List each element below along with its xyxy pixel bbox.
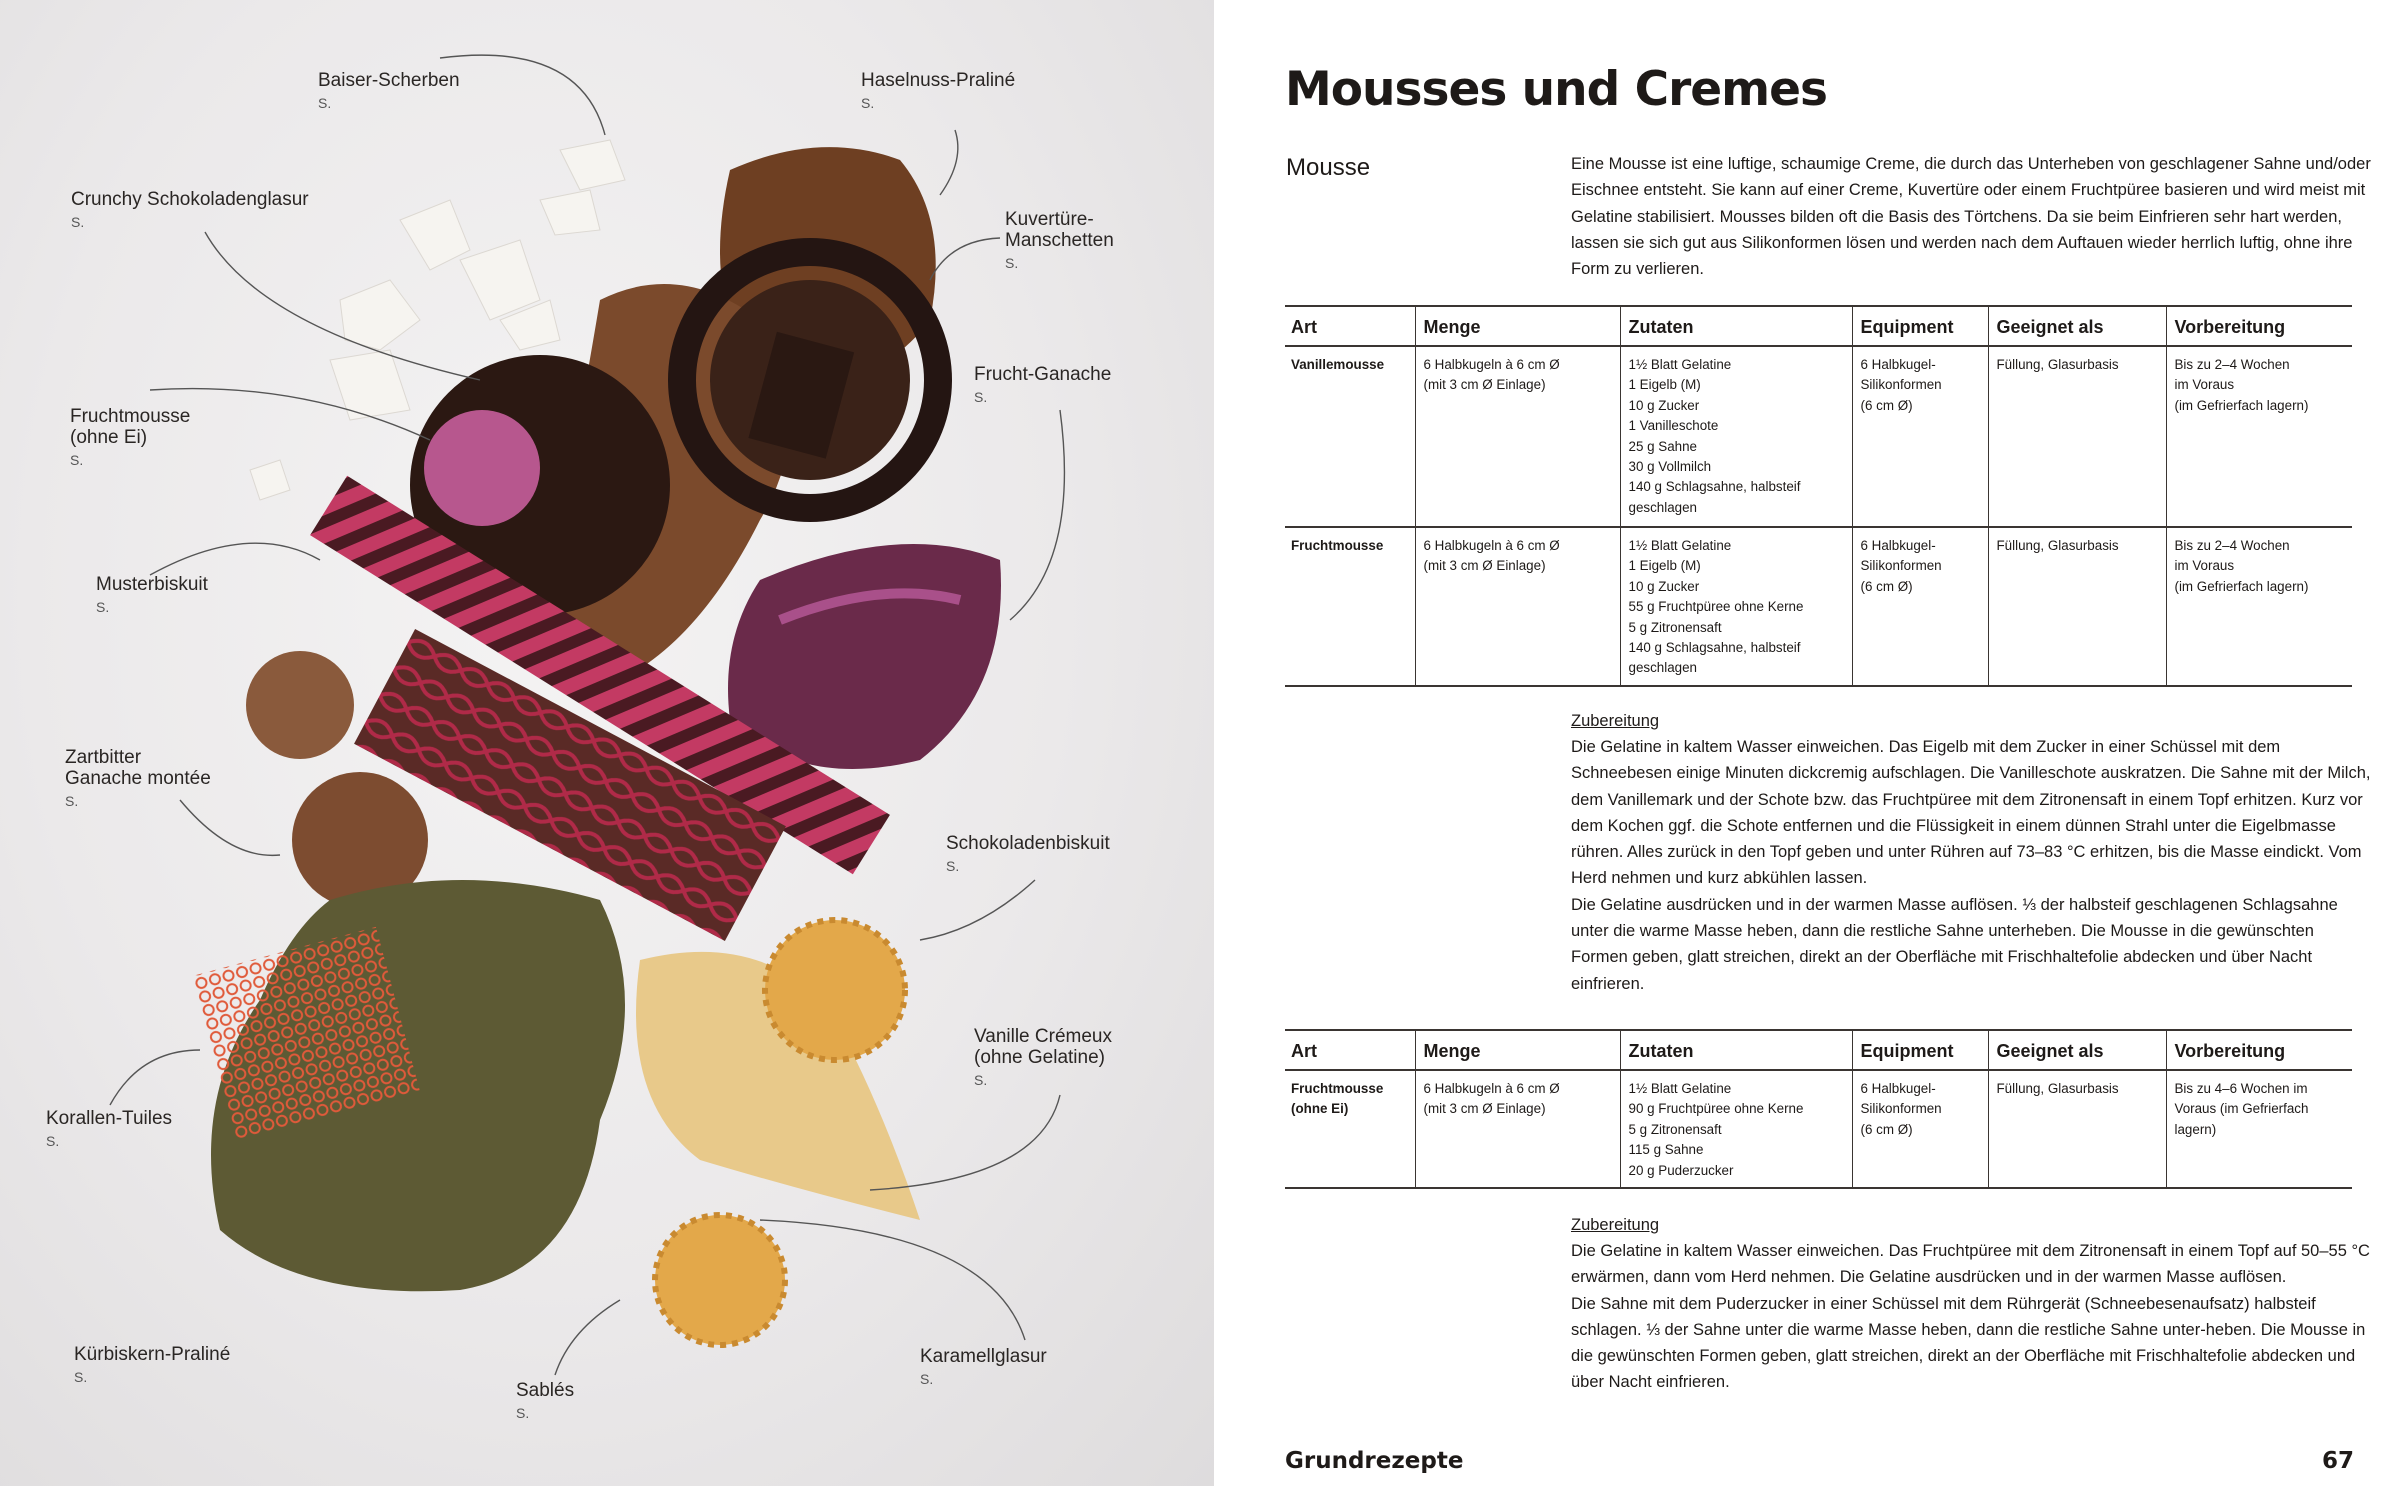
truffle — [292, 772, 428, 908]
dessert-components-photo — [109, 54, 1066, 1376]
zubereitung-text-1: Die Gelatine in kaltem Wasser einweichen… — [1571, 738, 2371, 993]
label-fruchtmousse-ohne-ei: Fruchtmousse (ohne Ei)S. — [70, 406, 191, 468]
zubereitung-label-2: Zubereitung — [1571, 1216, 1660, 1234]
frucht-ganache — [728, 544, 1001, 769]
col-header: Vorbereitung — [2165, 305, 2352, 347]
cell-art: Vanillemousse — [1285, 346, 1415, 528]
cell-zutaten: 1½ Blatt Gelatine 1 Eigelb (M) 10 g Zuck… — [1619, 346, 1852, 528]
col-header: Menge — [1414, 305, 1620, 347]
col-header: Equipment — [1851, 305, 1988, 347]
cell-equipment: 6 Halbkugel- Silikonformen (6 cm Ø) — [1851, 1070, 1988, 1190]
sable-cookie — [762, 917, 908, 1063]
cell-art: Fruchtmousse (ohne Ei) — [1285, 1070, 1415, 1190]
truffle — [246, 651, 354, 759]
schokoladenbiskuit-strip — [354, 629, 786, 941]
col-header: Geeignet als — [1987, 305, 2166, 347]
intro-paragraph: Eine Mousse ist eine luftige, schaumige … — [1571, 155, 2371, 279]
page-number: 67 — [2322, 1448, 2355, 1474]
col-header: Vorbereitung — [2165, 1029, 2352, 1071]
footer-chapter: Grundrezepte — [1285, 1448, 1464, 1474]
fruchtmousse-cut — [424, 410, 540, 526]
col-header: Zutaten — [1619, 1029, 1852, 1071]
recipe-page: Mousses und Cremes Mousse Eine Mousse is… — [1214, 0, 2400, 1486]
col-header: Zutaten — [1619, 305, 1852, 347]
col-header: Menge — [1414, 1029, 1620, 1071]
label-vanille-cremeux: Vanille Crémeux (ohne Gelatine)S. — [974, 1026, 1112, 1088]
cell-menge: 6 Halbkugeln à 6 cm Ø (mit 3 cm Ø Einlag… — [1414, 527, 1620, 687]
page-title: Mousses und Cremes — [1285, 62, 1828, 117]
vanille-cremeux — [636, 951, 920, 1220]
cell-geeignet: Füllung, Glasurbasis — [1987, 1070, 2166, 1190]
zubereitung-label-1: Zubereitung — [1571, 712, 1660, 730]
col-header: Equipment — [1851, 1029, 1988, 1071]
cell-menge: 6 Halbkugeln à 6 cm Ø (mit 3 cm Ø Einlag… — [1414, 1070, 1620, 1190]
cell-vorbereitung: Bis zu 2–4 Wochen im Voraus (im Gefrierf… — [2165, 346, 2352, 528]
col-header: Art — [1285, 1029, 1415, 1071]
meringue-shards — [249, 139, 626, 501]
cell-geeignet: Füllung, Glasurbasis — [1987, 527, 2166, 687]
cell-zutaten: 1½ Blatt Gelatine 1 Eigelb (M) 10 g Zuck… — [1619, 527, 1852, 687]
col-header: Geeignet als — [1987, 1029, 2166, 1071]
col-header: Art — [1285, 305, 1415, 347]
chocolate-ring — [668, 238, 952, 522]
section-heading: Mousse — [1286, 154, 1371, 181]
cell-vorbereitung: Bis zu 2–4 Wochen im Voraus (im Gefrierf… — [2165, 527, 2352, 687]
cell-equipment: 6 Halbkugel- Silikonformen (6 cm Ø) — [1851, 527, 1988, 687]
cell-equipment: 6 Halbkugel- Silikonformen (6 cm Ø) — [1851, 346, 1988, 528]
cell-vorbereitung: Bis zu 4–6 Wochen im Voraus (im Gefrierf… — [2165, 1070, 2352, 1190]
korallen-tuiles — [192, 926, 420, 1141]
cell-zutaten: 1½ Blatt Gelatine 90 g Fruchtpüree ohne … — [1619, 1070, 1852, 1190]
leader-lines — [109, 54, 1066, 1376]
cell-art: Fruchtmousse — [1285, 527, 1415, 687]
cell-menge: 6 Halbkugeln à 6 cm Ø (mit 3 cm Ø Einlag… — [1414, 346, 1620, 528]
cell-geeignet: Füllung, Glasurbasis — [1987, 346, 2166, 528]
musterbiskuit-strip — [310, 475, 890, 875]
sable-cookie — [652, 1212, 788, 1348]
zubereitung-text-2: Die Gelatine in kaltem Wasser einweichen… — [1571, 1242, 2370, 1392]
table-row: Fruchtmousse (ohne Ei)6 Halbkugeln à 6 c… — [1285, 1070, 2352, 1190]
